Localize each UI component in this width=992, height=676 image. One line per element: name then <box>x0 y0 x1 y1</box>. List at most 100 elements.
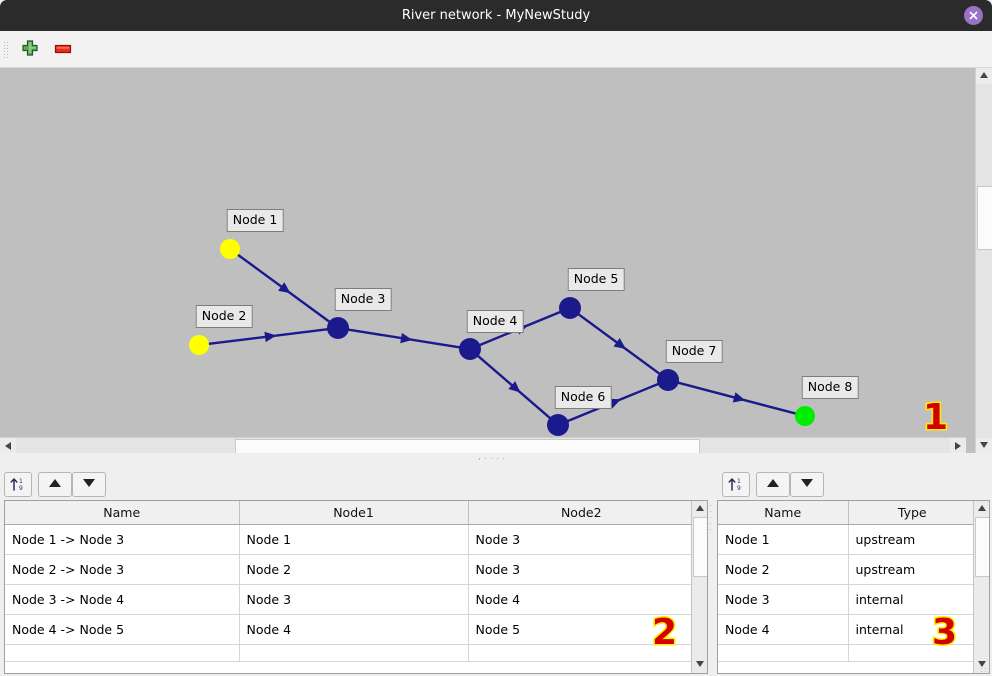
splitter-grip <box>479 458 513 461</box>
horizontal-splitter[interactable] <box>0 453 992 467</box>
table-cell[interactable]: Node 2 <box>239 554 469 585</box>
column-header-name[interactable]: Name <box>718 501 849 525</box>
svg-text:1: 1 <box>737 478 741 485</box>
graph-node-node2[interactable] <box>189 335 209 355</box>
table-cell-empty[interactable] <box>718 644 849 662</box>
vertical-splitter[interactable] <box>708 500 713 640</box>
column-header-name[interactable]: Name <box>5 501 240 525</box>
table-cell[interactable]: Node 2 -> Node 3 <box>5 554 240 585</box>
table-cell[interactable]: Node 2 <box>718 554 849 585</box>
graph-node-label-node2[interactable]: Node 2 <box>195 305 253 328</box>
table-cell[interactable]: upstream <box>848 524 976 555</box>
table-cell[interactable]: Node 4 <box>468 584 694 615</box>
edge-arrow-icon <box>608 398 621 409</box>
reach-scroll-down-icon[interactable] <box>692 657 707 673</box>
graph-node-node3[interactable] <box>327 317 349 339</box>
table-cell[interactable]: internal <box>848 614 976 645</box>
reach-table-scrollbar[interactable] <box>691 501 707 673</box>
column-header-type[interactable]: Type <box>848 501 976 525</box>
reach-scroll-up-icon[interactable] <box>692 501 707 517</box>
table-cell[interactable]: Node 3 <box>718 584 849 615</box>
table-cell[interactable]: Node 4 <box>718 614 849 645</box>
graph-node-node1[interactable] <box>220 239 240 259</box>
hscroll-right-icon[interactable] <box>950 438 966 454</box>
edge-arrow-icon <box>400 332 413 344</box>
annotation-3: 3 <box>930 612 958 653</box>
table-cell-empty[interactable] <box>5 644 240 662</box>
graph-node-label-node4[interactable]: Node 4 <box>466 310 524 333</box>
graph-node-node6[interactable] <box>547 414 569 436</box>
vscroll-down-icon[interactable] <box>976 438 992 454</box>
table-cell[interactable]: Node 1 <box>718 524 849 555</box>
node-scroll-down-icon[interactable] <box>974 657 989 673</box>
graph-node-node8[interactable] <box>795 406 815 426</box>
table-cell[interactable]: Node 3 <box>468 554 694 585</box>
sort-icon[interactable]: 1 9 <box>4 472 32 497</box>
graph-node-label-node6[interactable]: Node 6 <box>554 386 612 409</box>
graph-node-label-node1[interactable]: Node 1 <box>226 209 284 232</box>
graph-node-label-node8[interactable]: Node 8 <box>801 376 859 399</box>
table-cell[interactable]: upstream <box>848 554 976 585</box>
column-header-node2[interactable]: Node2 <box>468 501 694 525</box>
resize-grip[interactable] <box>981 666 988 673</box>
toolbar-grip[interactable] <box>4 40 9 58</box>
hscroll-left-icon[interactable] <box>0 438 16 454</box>
title-bar: River network - MyNewStudy <box>0 0 992 31</box>
svg-text:1: 1 <box>19 478 23 485</box>
move-up-icon[interactable] <box>756 472 790 497</box>
delete-node-icon[interactable] <box>52 38 76 60</box>
node-scroll-up-icon[interactable] <box>974 501 989 517</box>
add-node-icon[interactable] <box>19 38 43 60</box>
graph-node-label-node3[interactable]: Node 3 <box>334 288 392 311</box>
move-up-icon[interactable] <box>38 472 72 497</box>
table-cell[interactable]: Node 3 <box>468 524 694 555</box>
sort-icon[interactable]: 1 9 <box>722 472 750 497</box>
table-row-empty[interactable] <box>5 644 694 662</box>
move-down-icon[interactable] <box>72 472 106 497</box>
table-cell[interactable]: Node 4 -> Node 5 <box>5 614 240 645</box>
vscroll-up-icon[interactable] <box>976 68 992 84</box>
graph-node-node7[interactable] <box>657 369 679 391</box>
node-toolbar: 1 9 <box>713 467 992 500</box>
table-cell[interactable]: Node 4 <box>239 614 469 645</box>
graph-node-label-node5[interactable]: Node 5 <box>567 268 625 291</box>
node-scroll-thumb[interactable] <box>975 517 989 577</box>
table-cell[interactable]: Node 3 -> Node 4 <box>5 584 240 615</box>
reach-scroll-thumb[interactable] <box>693 517 707 577</box>
move-down-icon[interactable] <box>790 472 824 497</box>
close-icon[interactable] <box>964 6 983 25</box>
table-cell-empty[interactable] <box>468 644 694 662</box>
svg-text:9: 9 <box>19 485 23 492</box>
vscroll-track[interactable] <box>976 84 992 438</box>
canvas-horizontal-scrollbar[interactable] <box>0 437 966 455</box>
network-diagram[interactable]: Node 1 Node 2 Node 3 Node 4 Node 5 Node 6 Node… <box>0 68 966 454</box>
table-cell[interactable]: Node 1 -> Node 3 <box>5 524 240 555</box>
vscroll-thumb[interactable] <box>977 186 992 250</box>
table-cell-empty[interactable] <box>239 644 469 662</box>
table-cell[interactable]: Node 5 <box>468 614 694 645</box>
graph-node-label-node7[interactable]: Node 7 <box>665 340 723 363</box>
column-header-node1[interactable]: Node1 <box>239 501 469 525</box>
table-cell[interactable]: internal <box>848 584 976 615</box>
canvas-vertical-scrollbar[interactable] <box>975 68 992 454</box>
graph-node-node4[interactable] <box>459 338 481 360</box>
node-table-scrollbar[interactable] <box>973 501 989 673</box>
table-cell[interactable]: Node 3 <box>239 584 469 615</box>
graph-node-node5[interactable] <box>559 297 581 319</box>
table-cell[interactable]: Node 1 <box>239 524 469 555</box>
table-cell-empty[interactable] <box>848 644 976 662</box>
table-row-empty[interactable] <box>718 644 976 662</box>
